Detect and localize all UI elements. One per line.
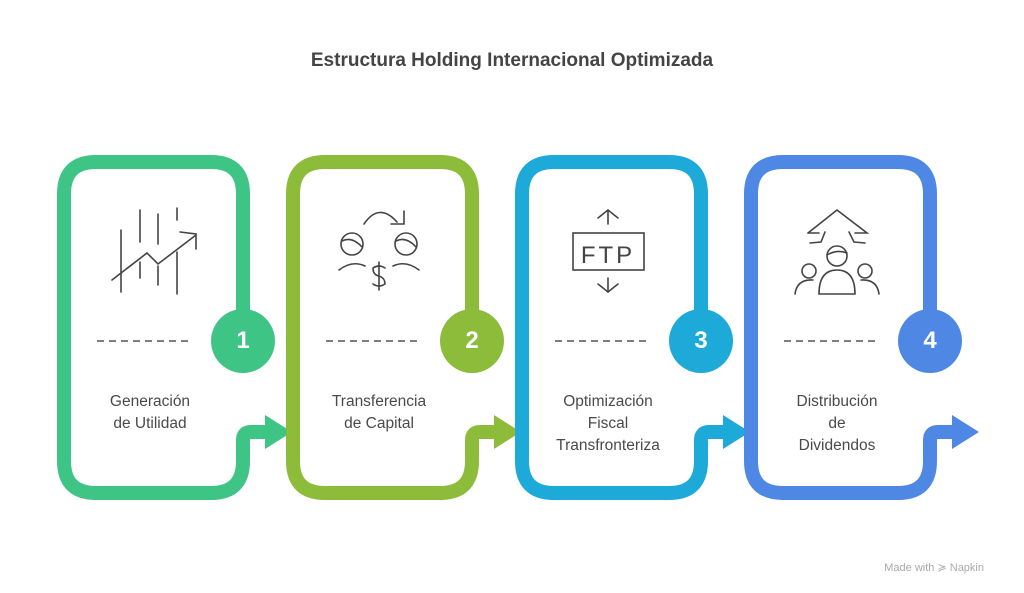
- step-label-line: de Capital: [344, 415, 414, 432]
- step-number: 4: [923, 327, 937, 354]
- step-label-line: Distribución: [796, 393, 878, 410]
- step-card-3: FTP: [515, 155, 750, 500]
- step-card-4: [744, 155, 979, 500]
- footer: Made with ≽ Napkin: [884, 561, 984, 574]
- step-label-line: Fiscal: [587, 415, 629, 432]
- step-label: Generación de Utilidad: [70, 391, 230, 435]
- arrow-right-icon: [952, 415, 979, 449]
- arrow-right-icon: [265, 415, 292, 449]
- arrow-right-icon: [723, 415, 750, 449]
- step-label: Transferencia de Capital: [299, 391, 459, 435]
- step-label-line: de: [828, 415, 846, 432]
- card-border: [744, 155, 954, 500]
- step-number-circle: [211, 309, 275, 373]
- footer-text: Made with: [884, 562, 935, 574]
- step-label-line: de Utilidad: [113, 415, 187, 432]
- card-border: [286, 155, 496, 500]
- arrow-right-icon: [494, 415, 521, 449]
- step-card-2: [286, 155, 521, 500]
- step-number: 1: [236, 327, 250, 354]
- dividend-distribution-icon: [794, 208, 880, 295]
- step-number: 2: [465, 327, 479, 354]
- footer-brand: Napkin: [949, 562, 984, 574]
- step-number-circle: [898, 309, 962, 373]
- step-label-line: Transfronteriza: [556, 437, 660, 454]
- step-number: 3: [694, 327, 708, 354]
- card-border: [57, 155, 267, 500]
- step-label-line: Optimización: [563, 393, 653, 410]
- ftp-icon: FTP: [572, 208, 645, 294]
- card-border: [515, 155, 725, 500]
- ftp-icon-text: FTP: [581, 242, 635, 269]
- growth-chart-icon: [111, 207, 197, 295]
- money-transfer-icon: [338, 210, 420, 291]
- step-label-line: Transferencia: [331, 393, 427, 410]
- step-label-line: Dividendos: [798, 437, 876, 454]
- diagram-title: Estructura Holding Internacional Optimiz…: [310, 50, 714, 71]
- step-card-1: [57, 155, 292, 500]
- step-number-circle: [440, 309, 504, 373]
- step-label-line: Generación: [109, 393, 191, 410]
- napkin-logo-icon: ≽: [937, 562, 947, 574]
- step-number-circle: [669, 309, 733, 373]
